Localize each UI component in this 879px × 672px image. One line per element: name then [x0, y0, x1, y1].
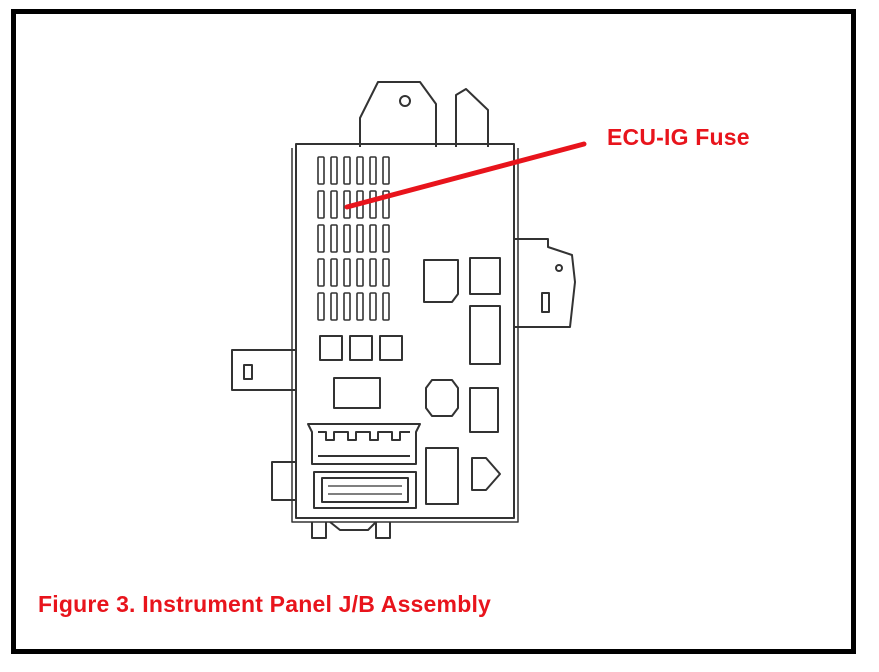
large-connector — [307, 423, 421, 465]
bottom-right-relay — [425, 447, 459, 505]
round-relay — [425, 379, 459, 417]
top-right-tab — [455, 88, 489, 147]
fuse-row-3 — [317, 224, 390, 253]
lower-left-tab — [271, 461, 296, 501]
top-mounting-tab — [359, 81, 437, 147]
small-relay-sockets — [319, 335, 403, 361]
figure-caption: Figure 3. Instrument Panel J/B Assembly — [38, 591, 492, 617]
right-bracket — [514, 238, 576, 328]
fuse-row-1 — [317, 156, 390, 185]
callout-leader-line — [344, 141, 587, 210]
lower-connector — [313, 471, 417, 509]
figure-frame — [11, 9, 856, 654]
bottom-feet — [311, 521, 391, 539]
diode-socket — [471, 457, 501, 491]
ecu-ig-fuse-label: ECU-IG Fuse — [607, 124, 750, 150]
middle-connector — [333, 377, 381, 409]
fuse-row-4 — [317, 258, 390, 287]
right-lower-relay — [469, 387, 499, 433]
junction-block-housing — [291, 143, 519, 523]
left-bracket — [231, 349, 296, 391]
right-relays — [423, 257, 501, 365]
fuse-row-5 — [317, 292, 390, 321]
fuse-grid — [317, 156, 390, 321]
